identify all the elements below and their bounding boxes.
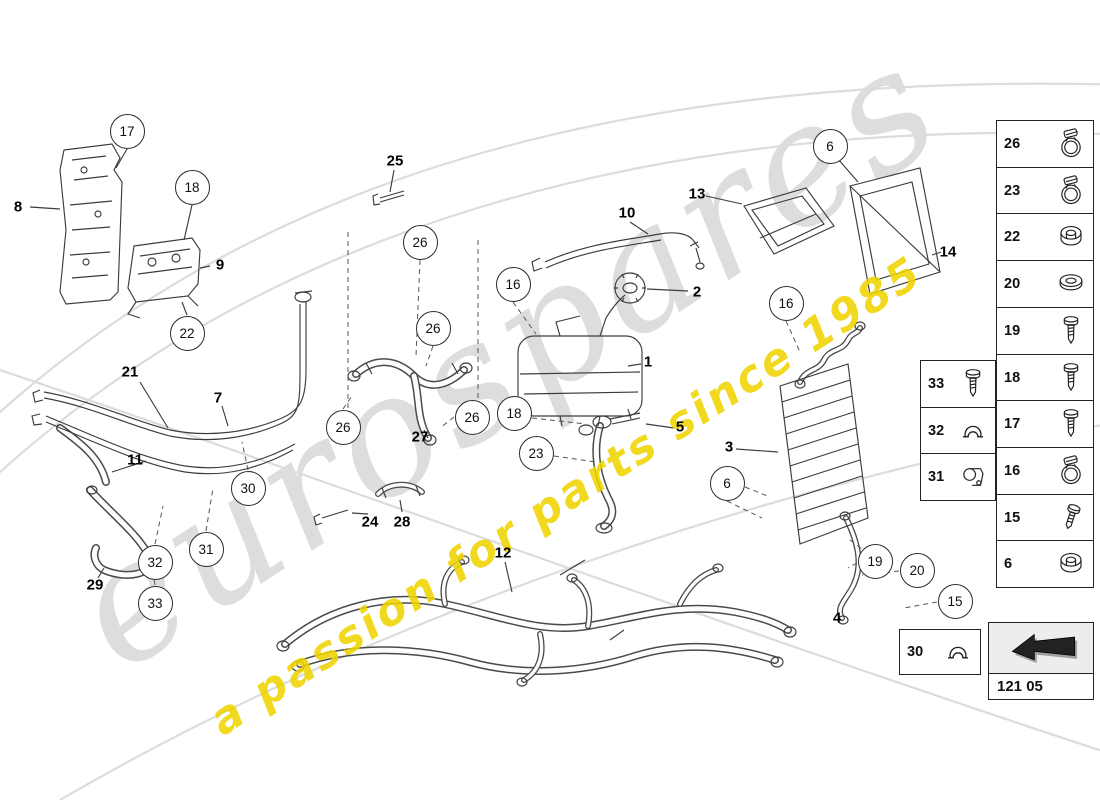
- legend-item-16[interactable]: 16: [996, 446, 1094, 495]
- callout-circle-26[interactable]: 26: [402, 224, 438, 260]
- legend-item-23[interactable]: 23: [996, 166, 1094, 215]
- legend-item-label: 32: [928, 422, 945, 439]
- bolt-icon: [1056, 405, 1086, 443]
- diagram-code: 121 05: [989, 674, 1093, 699]
- callout-label-14[interactable]: 14: [939, 243, 957, 261]
- callout-circle-26[interactable]: 26: [454, 399, 490, 435]
- legend-item-label: 17: [1004, 416, 1021, 433]
- callout-label-11[interactable]: 11: [127, 451, 143, 469]
- legend-item-33[interactable]: 33: [920, 360, 996, 408]
- callout-circle-32[interactable]: 32: [137, 544, 173, 580]
- bolt-icon: [958, 365, 988, 403]
- callout-circle-15[interactable]: 15: [937, 583, 973, 619]
- bolt-icon: [1056, 312, 1086, 350]
- legend-item-22[interactable]: 22: [996, 213, 1094, 262]
- washer-icon: [1056, 265, 1086, 303]
- legend-item-31[interactable]: 31: [920, 453, 996, 502]
- callout-circle-16[interactable]: 16: [768, 285, 804, 321]
- legend-item-32[interactable]: 32: [920, 406, 996, 455]
- legend-item-label: 31: [928, 469, 945, 486]
- callout-label-2[interactable]: 2: [692, 283, 702, 301]
- callout-circle-18[interactable]: 18: [174, 169, 210, 205]
- legend-item-label: 26: [1004, 136, 1021, 152]
- legend-item-18[interactable]: 18: [996, 353, 1094, 402]
- legend-item-label: 19: [1004, 322, 1021, 339]
- parts-line-art: [29, 143, 942, 687]
- callout-circle-22[interactable]: 22: [169, 315, 205, 351]
- callout-label-1[interactable]: 1: [643, 353, 653, 371]
- legend-item-label: 15: [1004, 509, 1021, 526]
- callout-circle-6[interactable]: 6: [709, 465, 745, 501]
- legend-left-column: 33 32 31: [920, 360, 996, 502]
- grommet-icon: [1056, 545, 1086, 583]
- callout-circle-18[interactable]: 18: [496, 395, 532, 431]
- legend-item-label: 30: [907, 644, 924, 660]
- callout-label-9[interactable]: 9: [215, 256, 225, 274]
- callout-label-10[interactable]: 10: [618, 204, 636, 222]
- legend-item-15[interactable]: 15: [996, 493, 1094, 542]
- clip-icon: [958, 412, 988, 450]
- back-arrow-icon: [989, 623, 1093, 674]
- hose-clamp-icon: [1056, 452, 1086, 490]
- callout-label-27[interactable]: 27: [411, 428, 429, 446]
- hose-clamp-icon: [1056, 172, 1086, 210]
- clip-icon: [943, 633, 973, 671]
- callout-circle-23[interactable]: 23: [518, 435, 554, 471]
- legend-item-label: 20: [1004, 276, 1021, 293]
- legend-item-label: 33: [928, 376, 945, 392]
- callout-circle-16[interactable]: 16: [495, 266, 531, 302]
- legend-item-20[interactable]: 20: [996, 260, 1094, 309]
- legend-item-17[interactable]: 17: [996, 400, 1094, 449]
- callout-circle-30[interactable]: 30: [230, 470, 266, 506]
- legend-item-19[interactable]: 19: [996, 306, 1094, 355]
- legend-right-column: 26 23 22 20 19 18 17 16 15 6: [996, 120, 1094, 589]
- hose-clamp-icon: [1056, 125, 1086, 163]
- legend-item-26[interactable]: 26: [996, 120, 1094, 168]
- callout-circle-6[interactable]: 6: [812, 128, 848, 164]
- legend-item-label: 16: [1004, 462, 1021, 479]
- callout-label-25[interactable]: 25: [386, 152, 404, 170]
- screw-icon: [1056, 499, 1086, 537]
- callout-label-28[interactable]: 28: [393, 513, 411, 531]
- callout-circle-31[interactable]: 31: [188, 531, 224, 567]
- callout-label-12[interactable]: 12: [494, 544, 512, 562]
- legend-item-label: 23: [1004, 182, 1021, 199]
- reference-dashed-lines: [151, 232, 938, 609]
- callout-label-24[interactable]: 24: [361, 513, 379, 531]
- callout-label-8[interactable]: 8: [13, 198, 23, 216]
- callout-circle-17[interactable]: 17: [109, 113, 145, 149]
- grommet-icon: [1056, 218, 1086, 256]
- callout-circle-19[interactable]: 19: [857, 543, 893, 579]
- callout-label-4[interactable]: 4: [832, 609, 842, 627]
- callout-circle-20[interactable]: 20: [899, 552, 935, 588]
- legend-item-label: 6: [1004, 556, 1013, 573]
- callout-label-3[interactable]: 3: [724, 438, 734, 456]
- callout-circle-33[interactable]: 33: [137, 585, 173, 621]
- bolt-icon: [1056, 359, 1086, 397]
- callout-label-5[interactable]: 5: [675, 418, 685, 436]
- callout-circle-26[interactable]: 26: [325, 409, 361, 445]
- watermark-swoosh: [0, 82, 1100, 800]
- nav-thumbnail[interactable]: 121 05: [988, 622, 1094, 700]
- legend-single-box: 30: [899, 629, 981, 675]
- callout-label-13[interactable]: 13: [688, 185, 706, 203]
- legend-item-30[interactable]: 30: [899, 629, 981, 675]
- legend-item-label: 22: [1004, 229, 1021, 246]
- legend-item-label: 18: [1004, 369, 1021, 386]
- callout-label-21[interactable]: 21: [121, 363, 139, 381]
- callout-circle-26[interactable]: 26: [415, 310, 451, 346]
- hose-art: [56, 325, 863, 683]
- callout-label-7[interactable]: 7: [213, 389, 223, 407]
- clamp-bracket-icon: [958, 458, 988, 496]
- callout-label-29[interactable]: 29: [86, 576, 104, 594]
- legend-item-6[interactable]: 6: [996, 540, 1094, 589]
